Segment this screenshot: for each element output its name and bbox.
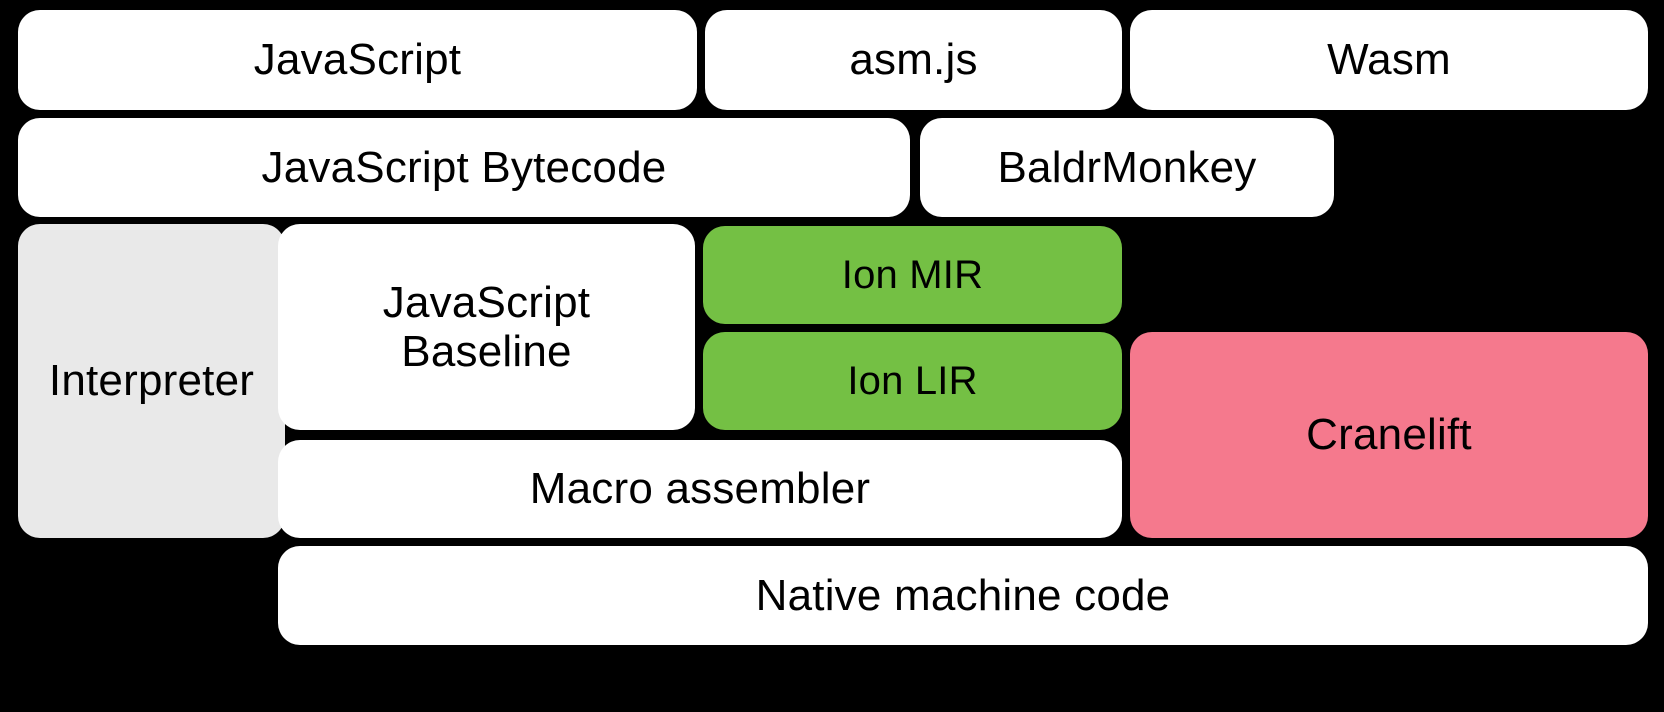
node-javascript-baseline-label: JavaScript Baseline	[382, 277, 591, 376]
node-ion-mir-label: Ion MIR	[841, 252, 984, 297]
node-ion-lir-label: Ion LIR	[847, 358, 978, 403]
node-cranelift[interactable]: Cranelift	[1130, 332, 1648, 538]
node-native-machine-code-label: Native machine code	[755, 570, 1171, 620]
node-asmjs[interactable]: asm.js	[705, 10, 1122, 110]
node-baldrmonkey-label: BaldrMonkey	[997, 142, 1257, 192]
node-wasm-label: Wasm	[1327, 35, 1451, 85]
node-ion-mir[interactable]: Ion MIR	[703, 226, 1122, 324]
node-javascript-bytecode-label: JavaScript Bytecode	[261, 142, 667, 192]
node-javascript-baseline[interactable]: JavaScript Baseline	[278, 224, 695, 430]
node-baldrmonkey[interactable]: BaldrMonkey	[920, 118, 1334, 217]
node-interpreter[interactable]: Interpreter	[18, 224, 285, 538]
node-javascript[interactable]: JavaScript	[18, 10, 697, 110]
node-cranelift-label: Cranelift	[1306, 410, 1472, 460]
node-wasm[interactable]: Wasm	[1130, 10, 1648, 110]
node-javascript-label: JavaScript	[253, 35, 462, 85]
node-ion-lir[interactable]: Ion LIR	[703, 332, 1122, 430]
node-javascript-bytecode[interactable]: JavaScript Bytecode	[18, 118, 910, 217]
node-asmjs-label: asm.js	[849, 35, 978, 85]
node-native-machine-code[interactable]: Native machine code	[278, 546, 1648, 645]
node-macro-assembler[interactable]: Macro assembler	[278, 440, 1122, 538]
node-interpreter-label: Interpreter	[48, 356, 255, 406]
node-macro-assembler-label: Macro assembler	[529, 464, 871, 514]
